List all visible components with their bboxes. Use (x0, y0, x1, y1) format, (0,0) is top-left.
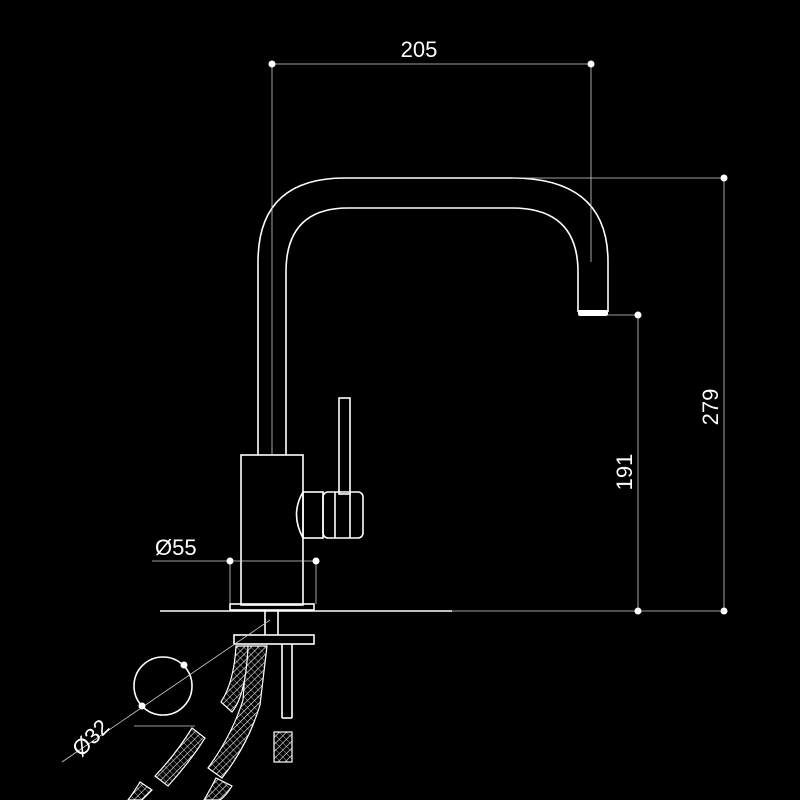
base-diameter-label: Ø55 (155, 535, 197, 560)
spout-reach-label: 205 (401, 37, 438, 62)
faucet-body (240, 454, 304, 606)
spout-height-label: 191 (612, 454, 637, 491)
hole-diameter-label: Ø32 (67, 714, 114, 761)
faucet-spout (257, 177, 609, 455)
dimension-spout-height: 191 (452, 311, 724, 615)
overall-height-label: 279 (698, 389, 723, 426)
mounting-hole-circle (133, 656, 193, 716)
supply-hoses (127, 645, 268, 800)
base-plate (160, 603, 452, 763)
dimension-spout-reach: 205 (268, 37, 595, 455)
dimension-overall-height: 279 (512, 174, 728, 615)
dimension-base-diameter: Ø55 (152, 535, 320, 604)
lever-handle (295, 397, 364, 539)
